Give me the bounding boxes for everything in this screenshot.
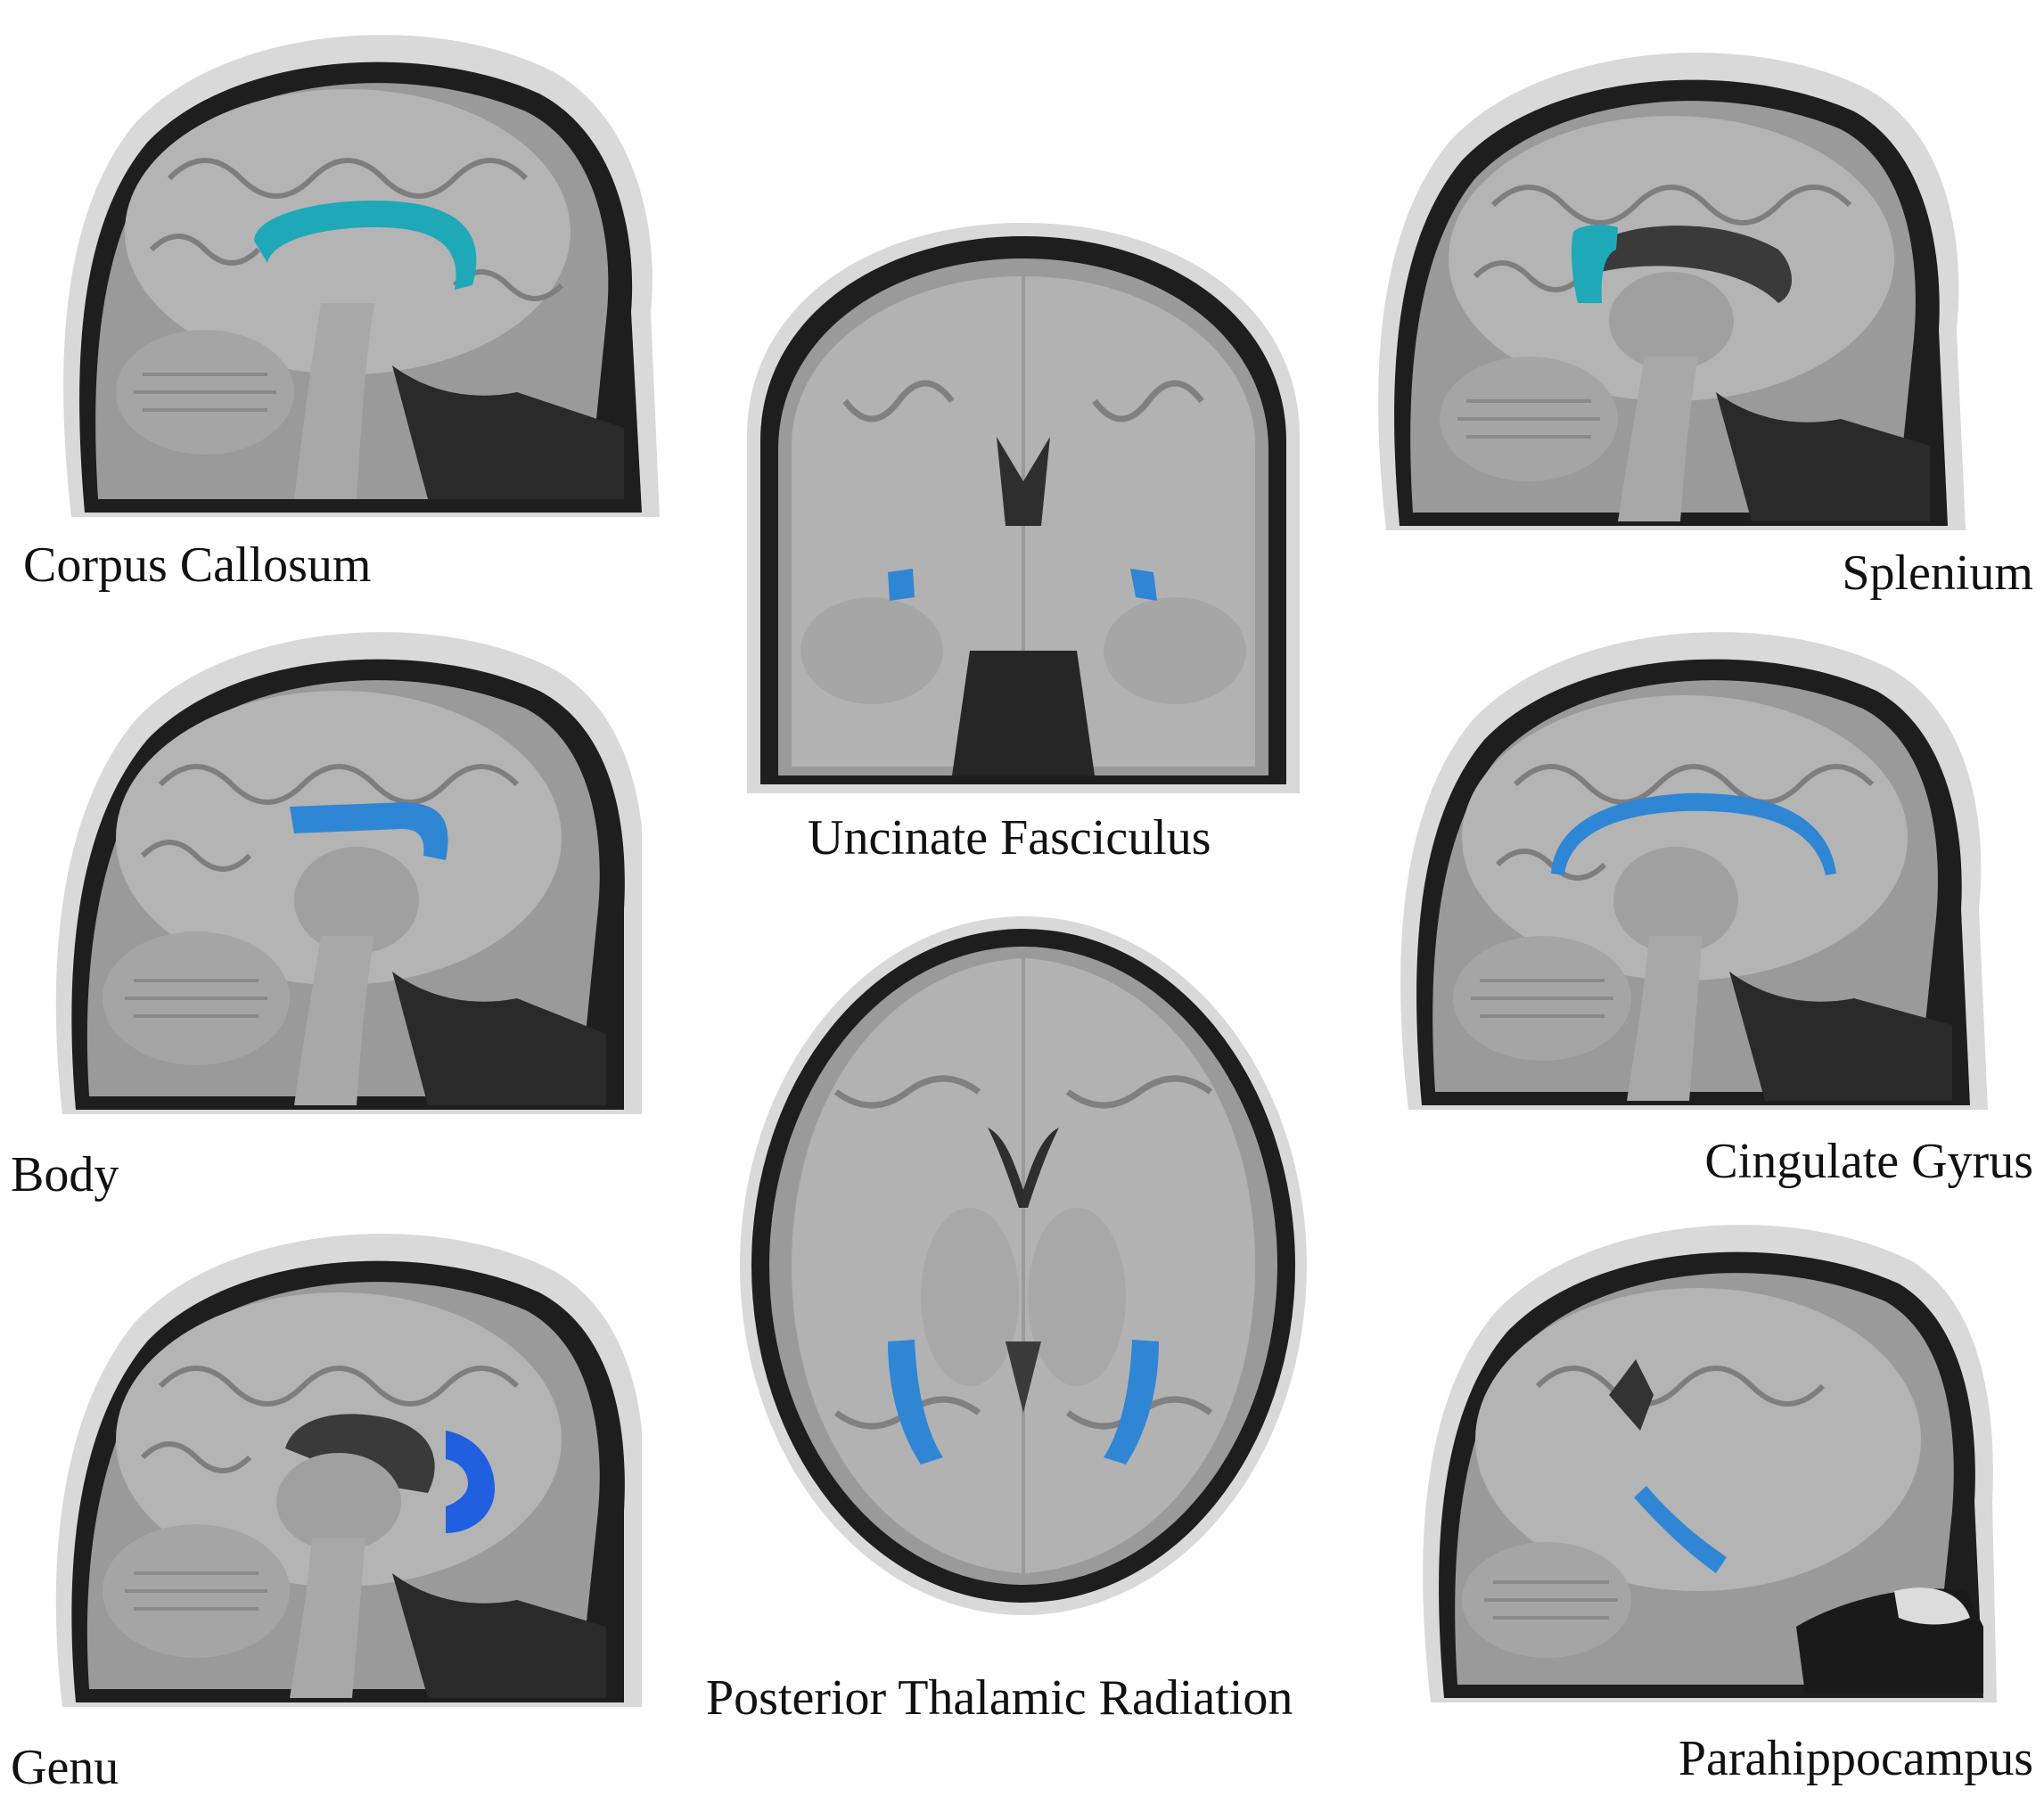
coronal-mri-image bbox=[738, 223, 1309, 793]
axial-mri-image bbox=[738, 914, 1309, 1618]
panel-genu bbox=[53, 1217, 642, 1716]
sagittal-mri-image bbox=[53, 615, 642, 1123]
panel-corpus-callosum bbox=[53, 18, 660, 526]
uncinate-right-highlight bbox=[1130, 569, 1157, 601]
parahippocampus-highlight bbox=[1634, 1486, 1727, 1573]
body-highlight bbox=[290, 802, 448, 860]
label-genu: Genu bbox=[11, 1740, 119, 1795]
ptr-left-highlight bbox=[888, 1340, 943, 1464]
ptr-right-highlight bbox=[1104, 1340, 1159, 1464]
sagittal-mri-image bbox=[1413, 1208, 2001, 1707]
panel-parahippocampus bbox=[1413, 1208, 2001, 1707]
label-cingulate-gyrus: Cingulate Gyrus bbox=[1704, 1134, 2033, 1189]
sagittal-mri-image bbox=[53, 18, 660, 526]
panel-body bbox=[53, 615, 642, 1123]
label-body: Body bbox=[11, 1147, 119, 1202]
sagittal-mri-image bbox=[53, 1217, 642, 1716]
uncinate-left-highlight bbox=[888, 569, 915, 601]
label-posterior-thalamic-radiation: Posterior Thalamic Radiation bbox=[706, 1670, 1293, 1726]
cingulate-gyrus-highlight bbox=[1551, 792, 1836, 875]
splenium-highlight bbox=[1571, 225, 1618, 303]
label-parahippocampus: Parahippocampus bbox=[1678, 1731, 2033, 1786]
panel-uncinate-fasciculus bbox=[738, 223, 1309, 793]
label-uncinate-fasciculus: Uncinate Fasciculus bbox=[808, 810, 1211, 865]
label-splenium: Splenium bbox=[1842, 546, 2033, 601]
panel-cingulate-gyrus bbox=[1391, 615, 1988, 1114]
sagittal-mri-image bbox=[1368, 36, 1966, 535]
panel-splenium bbox=[1368, 36, 1966, 535]
sagittal-mri-image bbox=[1391, 615, 1988, 1114]
panel-posterior-thalamic-radiation bbox=[738, 914, 1309, 1618]
label-corpus-callosum: Corpus Callosum bbox=[23, 537, 372, 593]
genu-highlight bbox=[446, 1431, 495, 1533]
corpus-callosum-highlight bbox=[254, 201, 477, 290]
